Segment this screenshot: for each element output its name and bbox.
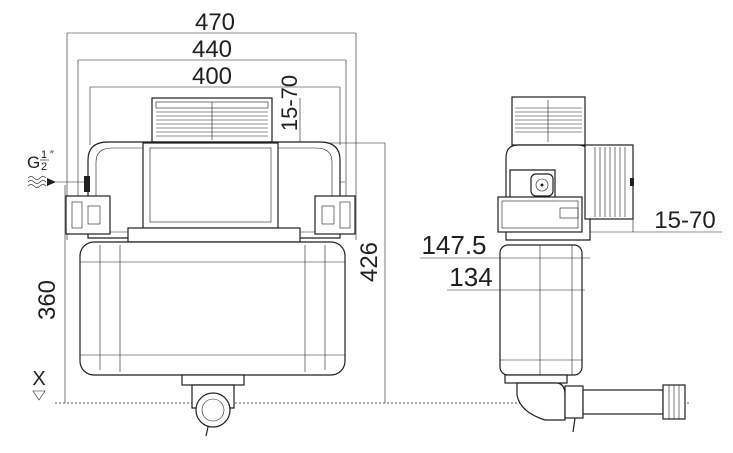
front-view-cistern <box>65 97 356 437</box>
front-ribs <box>156 102 268 140</box>
dim-470: 470 <box>195 9 235 36</box>
dim-400: 400 <box>192 63 232 90</box>
floor-label: X <box>32 368 45 390</box>
dim-147-5: 147.5 <box>421 230 486 260</box>
svg-text:1: 1 <box>41 149 47 161</box>
dim-360: 360 <box>34 280 61 320</box>
svg-text:G: G <box>27 153 40 172</box>
dim-side-15-70: 15-70 <box>654 207 715 234</box>
side-view-cistern <box>497 96 686 433</box>
inlet-label: G 1 2 ″ <box>27 149 54 173</box>
floor-triangle-icon <box>32 390 46 401</box>
svg-text:2: 2 <box>41 161 47 173</box>
dim-top-15-70: 15-70 <box>277 75 302 131</box>
dim-426: 426 <box>356 242 383 282</box>
svg-text:″: ″ <box>50 149 54 161</box>
dim-134: 134 <box>449 262 492 292</box>
right-bracket <box>314 195 356 235</box>
dim-440: 440 <box>192 36 232 63</box>
